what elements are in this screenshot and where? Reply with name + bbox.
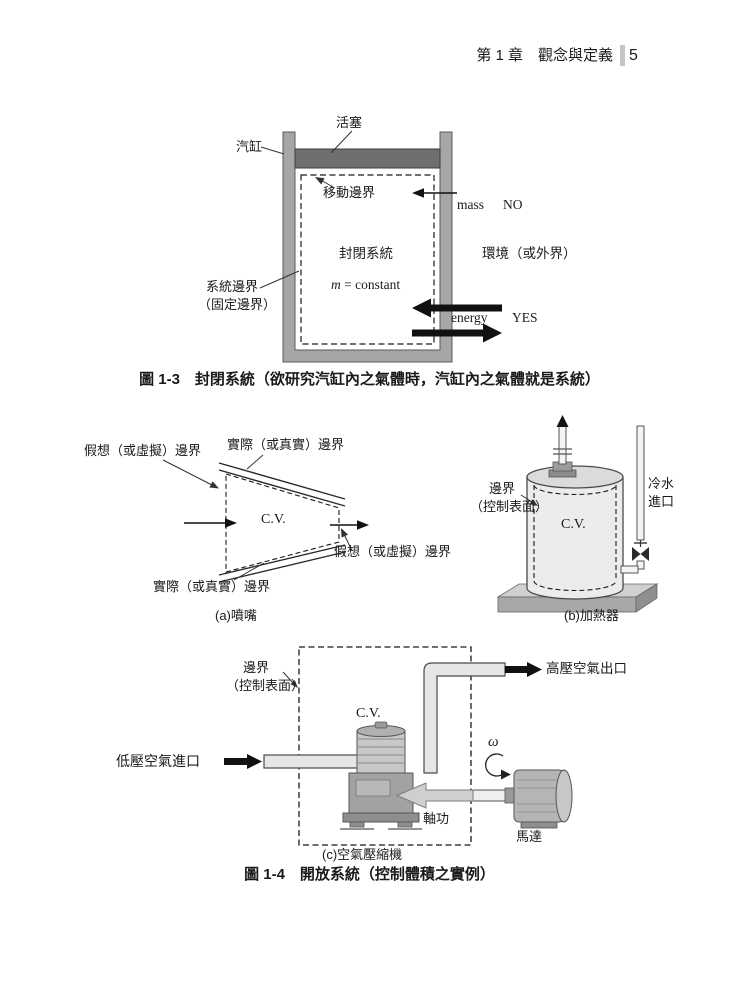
figure-1-4b-art: [496, 415, 659, 613]
cylinder-walls: [282, 131, 453, 363]
fixed-boundary-label: （固定邊界）: [198, 297, 277, 312]
actual-boundary-top-label: 實際（或真實）邊界: [227, 437, 345, 452]
mass-label: mass: [457, 197, 484, 212]
rotation-arrow: [485, 753, 511, 780]
motor-body: [504, 769, 573, 829]
moving-boundary-arrow: [315, 177, 334, 188]
energy-out-arrow: [412, 323, 502, 343]
lp-inlet-arrow: [224, 754, 262, 769]
shaft-work-label: 軸功: [423, 811, 450, 826]
control-surface-dashed-box: [298, 646, 472, 846]
lp-air-inlet-label: 低壓空氣進口: [116, 753, 200, 769]
compressor-body: [340, 772, 422, 830]
figure-1-4a-art: [162, 454, 369, 583]
energy-label: energy: [451, 310, 488, 325]
valve-icon: [632, 540, 649, 561]
header-divider: [620, 45, 625, 66]
figure-1-3-art: [259, 130, 502, 363]
moving-boundary-label: 移動邊界: [323, 185, 376, 200]
control-surface-dashed: [533, 484, 617, 592]
lp-inlet-pipe: [263, 754, 363, 769]
heater-boundary-label: 邊界: [489, 481, 516, 496]
outlet-flow-arrow: [330, 520, 369, 530]
piston-label: 活塞: [336, 115, 363, 130]
system-boundary-label: 系統邊界: [206, 279, 259, 294]
imaginary-boundary-top-pointer: [162, 459, 219, 489]
hp-outlet-arrow: [505, 662, 542, 677]
nozzle-cv-label: C.V.: [261, 512, 286, 527]
mass-equation: = constant: [340, 277, 401, 292]
tank-body: [526, 477, 624, 600]
mass-constant-label: m = constant: [331, 277, 400, 294]
chapter-header: 第 1 章 觀念與定義: [476, 47, 613, 64]
figure-1-4c-art: [224, 646, 573, 846]
page-number: 5: [629, 47, 638, 64]
hp-air-outlet-label: 高壓空氣出口: [546, 661, 627, 676]
imaginary-boundary-right-label: 假想（或虛擬）邊界: [334, 544, 452, 559]
heater-control-surface-label: （控制表面）: [470, 499, 549, 514]
energy-yes-label: YES: [512, 310, 538, 325]
outlet-pipe: [553, 425, 572, 465]
system-boundary-dashed: [300, 174, 435, 345]
outflow-arrow: [556, 415, 569, 427]
compressor-boundary-label: 邊界: [243, 660, 270, 675]
compressor-cv-label: C.V.: [356, 706, 381, 721]
motor-label: 馬達: [516, 829, 543, 844]
cold-water-inlet-label: 進口: [648, 494, 675, 509]
heater-caption: (b)加熱器: [564, 608, 619, 623]
hp-outlet-pipe: [423, 662, 506, 774]
piston-pointer-line: [330, 130, 353, 154]
closed-system-label: 封閉系統: [339, 246, 393, 261]
environment-label: 環境（或外界）: [482, 246, 577, 261]
imaginary-boundary-right-pointer: [341, 528, 353, 552]
boundary-pointer-arrow: [282, 671, 298, 688]
heater-cv-label: C.V.: [561, 517, 586, 532]
figure-1-3-caption: 圖 1-3 封閉系統（欲研究汽缸內之氣體時，汽缸內之氣體就是系統）: [139, 371, 600, 388]
cylinder-pointer-line: [260, 146, 285, 155]
compressor-control-surface-label: （控制表面）: [226, 678, 305, 693]
energy-in-arrow: [412, 298, 502, 318]
mass-arrow: [412, 188, 457, 198]
imaginary-boundary-top-label: 假想（或虛擬）邊界: [84, 443, 202, 458]
cylinder-label: 汽缸: [236, 139, 263, 154]
actual-boundary-bottom-label: 實際（或真實）邊界: [153, 579, 271, 594]
actual-boundary-top-pointer: [246, 454, 264, 470]
control-volume-dashed: [225, 473, 340, 573]
system-boundary-pointer-line: [259, 270, 300, 289]
mass-symbol: m: [331, 277, 341, 292]
omega-label: ω: [488, 734, 499, 750]
piston: [294, 148, 441, 169]
inlet-flow-arrow: [184, 518, 237, 528]
mass-no-label: NO: [503, 197, 523, 212]
nozzle-caption: (a)噴嘴: [215, 608, 257, 623]
actual-boundary-bottom-pointer: [233, 562, 265, 581]
shaft-work-arrow: [395, 782, 474, 809]
boundary-pointer-arrow: [520, 494, 538, 506]
compressor-caption: (c)空氣壓縮機: [322, 847, 403, 862]
cold-water-label: 冷水: [648, 476, 675, 491]
figure-1-4-caption: 圖 1-4 開放系統（控制體積之實例）: [244, 866, 495, 883]
compressor-bellows: [356, 721, 406, 774]
